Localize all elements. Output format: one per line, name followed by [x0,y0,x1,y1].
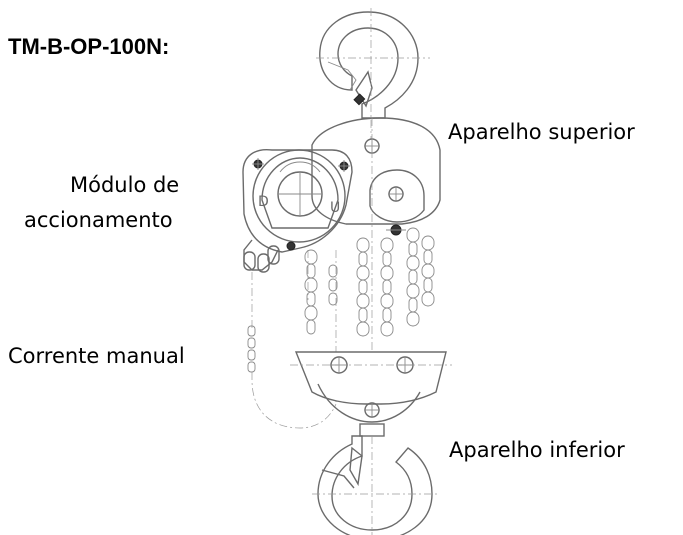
label-drive-module-line2: accionamento [24,208,173,232]
load-chains [304,227,435,337]
model-title: TM-B-OP-100N: [8,34,170,59]
lower-block [290,351,452,423]
label-hand-chain: Corrente manual [8,344,185,368]
top-hook [316,8,430,140]
label-drive-module-line1: Módulo de [70,173,180,197]
drive-module: D U [242,148,353,253]
upper-block [311,117,441,236]
label-upper-block: Aparelho superior [448,120,635,144]
drive-letter-u: U [330,200,340,216]
bottom-hook [312,423,440,535]
label-lower-block: Aparelho inferior [449,438,625,462]
hand-chain [243,239,337,429]
drive-letter-d: D [258,194,269,210]
